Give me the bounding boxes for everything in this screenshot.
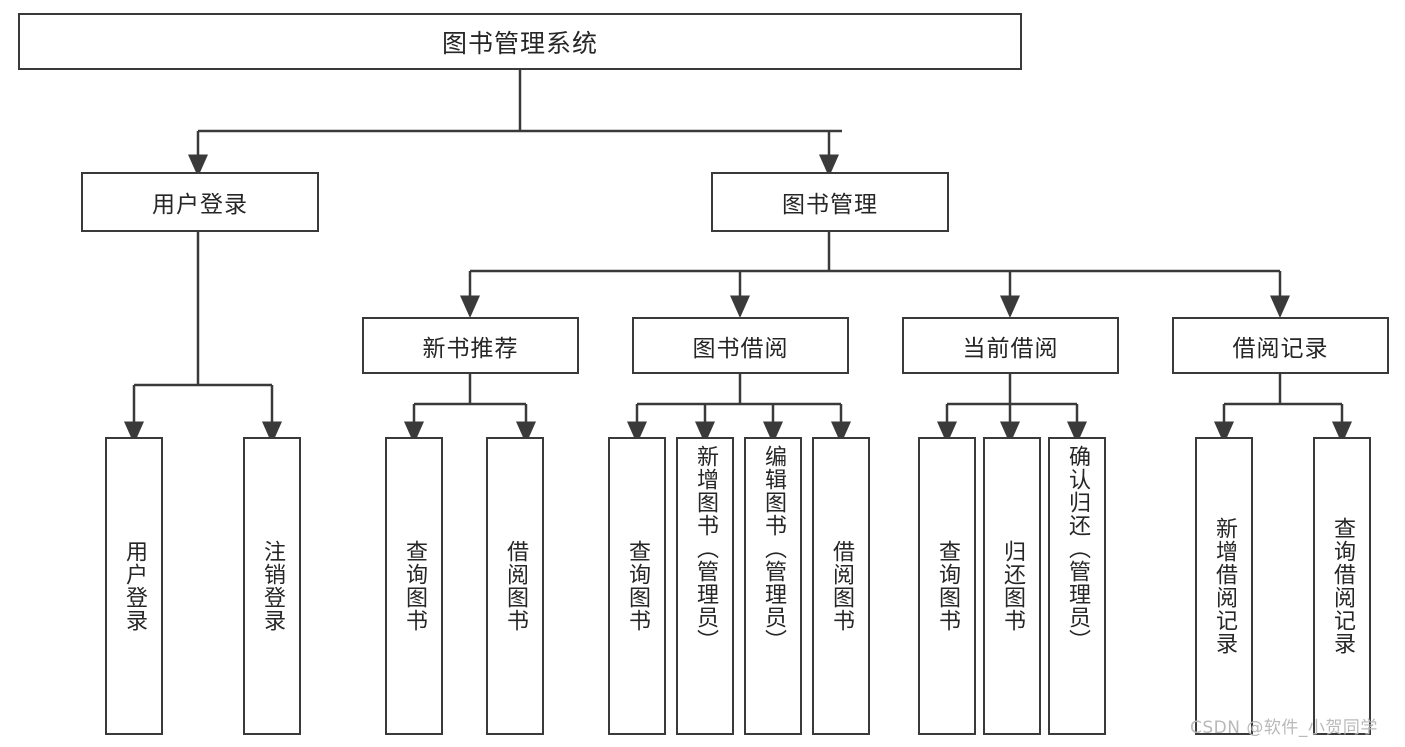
node-current-borrow[interactable]: 当前借阅 — [902, 317, 1119, 374]
leaf-borrow-record-add[interactable]: 新增借阅记录 — [1195, 437, 1253, 735]
leaf-current-borrow-query-label: 查询图书 — [934, 540, 960, 632]
node-new-book-recommend[interactable]: 新书推荐 — [362, 317, 579, 374]
leaf-book-borrow-lend-label: 借阅图书 — [828, 540, 854, 632]
leaf-user-login-login-label: 用户登录 — [121, 540, 147, 632]
leaf-new-book-borrow-label: 借阅图书 — [502, 540, 528, 632]
leaf-current-borrow-confirm-label: 确认归还（管理员） — [1064, 445, 1090, 652]
node-user-login[interactable]: 用户登录 — [81, 172, 319, 232]
leaf-borrow-record-query[interactable]: 查询借阅记录 — [1313, 437, 1371, 735]
node-borrow-record-label: 借阅记录 — [1232, 335, 1329, 362]
leaf-book-borrow-query-label: 查询图书 — [624, 540, 650, 632]
node-borrow-record[interactable]: 借阅记录 — [1172, 317, 1389, 374]
leaf-user-login-logout-label: 注销登录 — [259, 540, 285, 632]
leaf-book-borrow-add[interactable]: 新增图书（管理员） — [676, 437, 734, 735]
leaf-book-borrow-edit-label: 编辑图书（管理员） — [760, 445, 786, 652]
node-book-borrow[interactable]: 图书借阅 — [632, 317, 849, 374]
node-user-login-label: 用户登录 — [152, 192, 248, 218]
node-new-book-recommend-label: 新书推荐 — [422, 335, 519, 362]
leaf-new-book-query[interactable]: 查询图书 — [385, 437, 443, 735]
leaf-borrow-record-query-label: 查询借阅记录 — [1329, 517, 1355, 655]
leaf-new-book-query-label: 查询图书 — [401, 540, 427, 632]
leaf-current-borrow-query[interactable]: 查询图书 — [918, 437, 976, 735]
leaf-current-borrow-return-label: 归还图书 — [999, 540, 1025, 632]
leaf-user-login-logout[interactable]: 注销登录 — [243, 437, 301, 735]
node-root-label: 图书管理系统 — [441, 28, 598, 58]
node-book-management[interactable]: 图书管理 — [711, 172, 949, 232]
leaf-borrow-record-add-label: 新增借阅记录 — [1211, 517, 1237, 655]
leaf-book-borrow-lend[interactable]: 借阅图书 — [812, 437, 870, 735]
leaf-new-book-borrow[interactable]: 借阅图书 — [486, 437, 544, 735]
leaf-current-borrow-confirm[interactable]: 确认归还（管理员） — [1048, 437, 1106, 735]
leaf-book-borrow-edit[interactable]: 编辑图书（管理员） — [744, 437, 802, 735]
node-book-management-label: 图书管理 — [782, 192, 878, 218]
leaf-book-borrow-query[interactable]: 查询图书 — [608, 437, 666, 735]
leaf-user-login-login[interactable]: 用户登录 — [105, 437, 163, 735]
node-root[interactable]: 图书管理系统 — [18, 13, 1022, 70]
leaf-current-borrow-return[interactable]: 归还图书 — [983, 437, 1041, 735]
node-current-borrow-label: 当前借阅 — [962, 335, 1059, 362]
leaf-book-borrow-add-label: 新增图书（管理员） — [692, 445, 718, 652]
node-book-borrow-label: 图书借阅 — [692, 335, 789, 362]
csdn-watermark: CSDN @软件_小贺同学 — [1190, 718, 1378, 738]
